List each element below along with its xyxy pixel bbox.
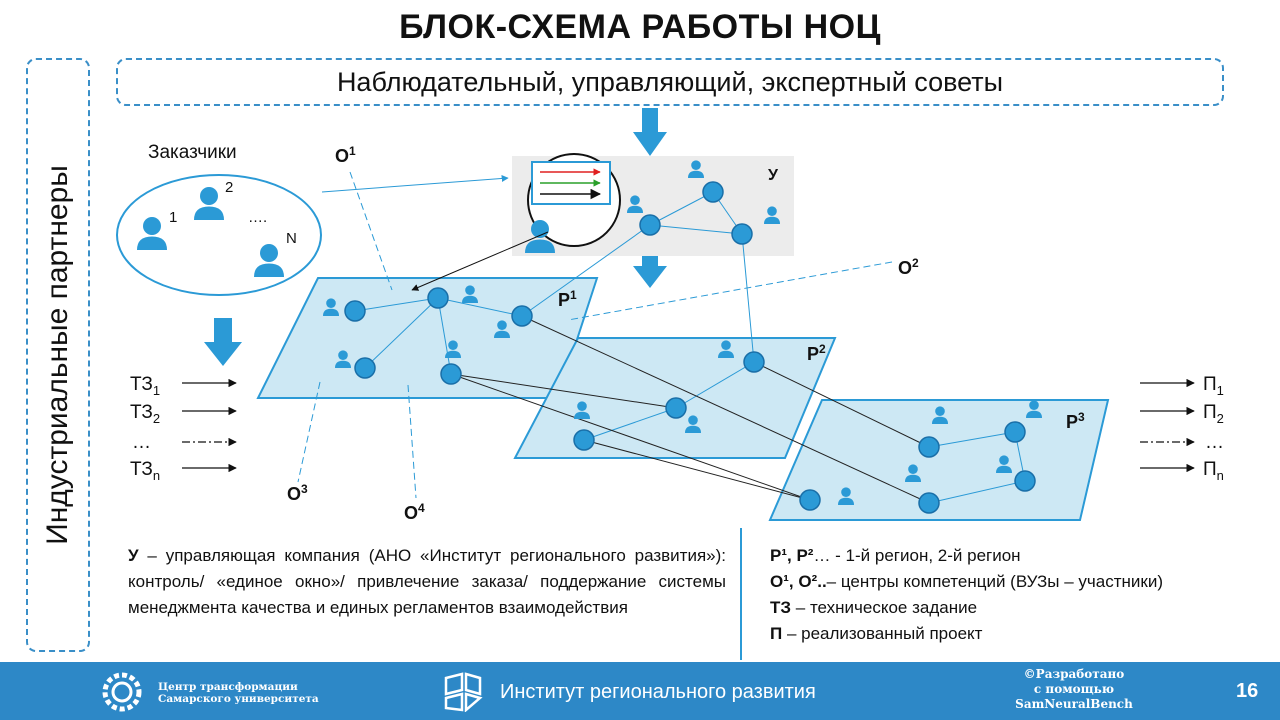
r1-label: Р1 [558,288,577,310]
footer-logo-text: Центр трансформации Самарского университ… [158,681,319,705]
clients-label: Заказчики [148,142,237,163]
client-dots: …. [248,209,267,226]
councils-box: Наблюдательный, управляющий, экспертный … [116,58,1224,106]
input-label: ТЗ1 [130,374,160,398]
output-label: … [1205,432,1224,453]
footer-credit: ©Разработано с помощью SamNeuralBench [1015,667,1133,711]
institute-logo-icon [444,672,483,712]
o2-label: О2 [898,256,919,278]
input-label: ТЗn [130,459,160,483]
page-number: 16 [1236,680,1259,702]
legend-terms: Р¹, Р²… - 1-й регион, 2-й регион О¹, О².… [770,543,1270,647]
legend-management: У – управляющая компания (АНО «Институт … [128,546,726,617]
r3-label: Р3 [1066,410,1085,432]
client-number: 2 [225,179,233,196]
footer-bar [0,662,1280,720]
block-diagram: Заказчики 1 2 …. N У О1 О2 О3 О4 Р1 Р2 Р… [116,108,1224,660]
gear-logo-icon [102,672,142,712]
o1-label: О1 [335,144,356,166]
input-label: … [132,432,151,453]
arrow-down-icon [204,318,242,366]
footer-institute-name: Институт регионального развития [500,681,816,703]
partners-box [26,58,90,652]
client-number: 1 [169,209,177,226]
output-label: П2 [1203,402,1224,426]
o3-label: О3 [287,482,308,504]
output-label: Пn [1203,459,1224,483]
network-nodes [344,181,1036,514]
legend-item: О¹, О²..– центры компетенций (ВУЗы – уча… [770,572,1164,591]
input-label: ТЗ2 [130,402,160,426]
o4-label: О4 [404,501,425,523]
page-title: БЛОК-СХЕМА РАБОТЫ НОЦ [399,8,881,46]
legend-item: П – реализованный проект [770,624,983,643]
client-number: N [286,230,297,247]
legend-item: Р¹, Р²… - 1-й регион, 2-й регион [770,546,1021,565]
r2-label: Р2 [807,342,826,364]
arrow-down-icon [633,108,667,156]
management-label: У [768,167,779,184]
output-label: П1 [1203,374,1224,398]
legend-item: ТЗ – техническое задание [770,598,978,617]
